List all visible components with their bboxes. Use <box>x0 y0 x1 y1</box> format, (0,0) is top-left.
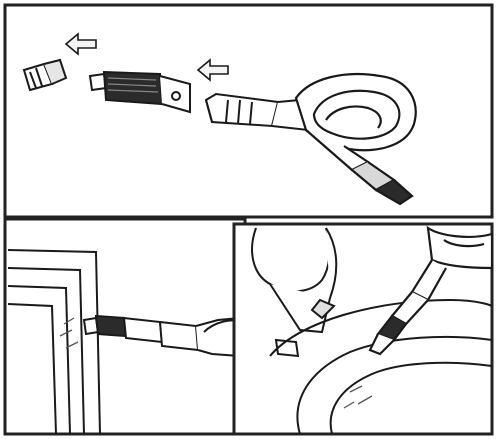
steam-handle-part <box>294 72 417 206</box>
window-frame-drawing <box>7 249 101 435</box>
left-arrow-icon <box>64 32 97 56</box>
steam-marks <box>59 317 79 349</box>
panel-toilet <box>232 222 494 436</box>
left-arrow-icon <box>196 58 229 82</box>
steam-marks <box>343 385 373 409</box>
brush-connector-part <box>88 70 191 114</box>
toilet-seat-drawing <box>251 227 338 358</box>
panel-assembly <box>3 3 494 219</box>
nozzle-with-brush <box>82 314 241 358</box>
panel-window-frame <box>3 217 247 436</box>
end-cap-part <box>22 58 68 92</box>
nozzle-tube-part <box>204 92 310 132</box>
steam-handle-drawing <box>368 225 494 356</box>
